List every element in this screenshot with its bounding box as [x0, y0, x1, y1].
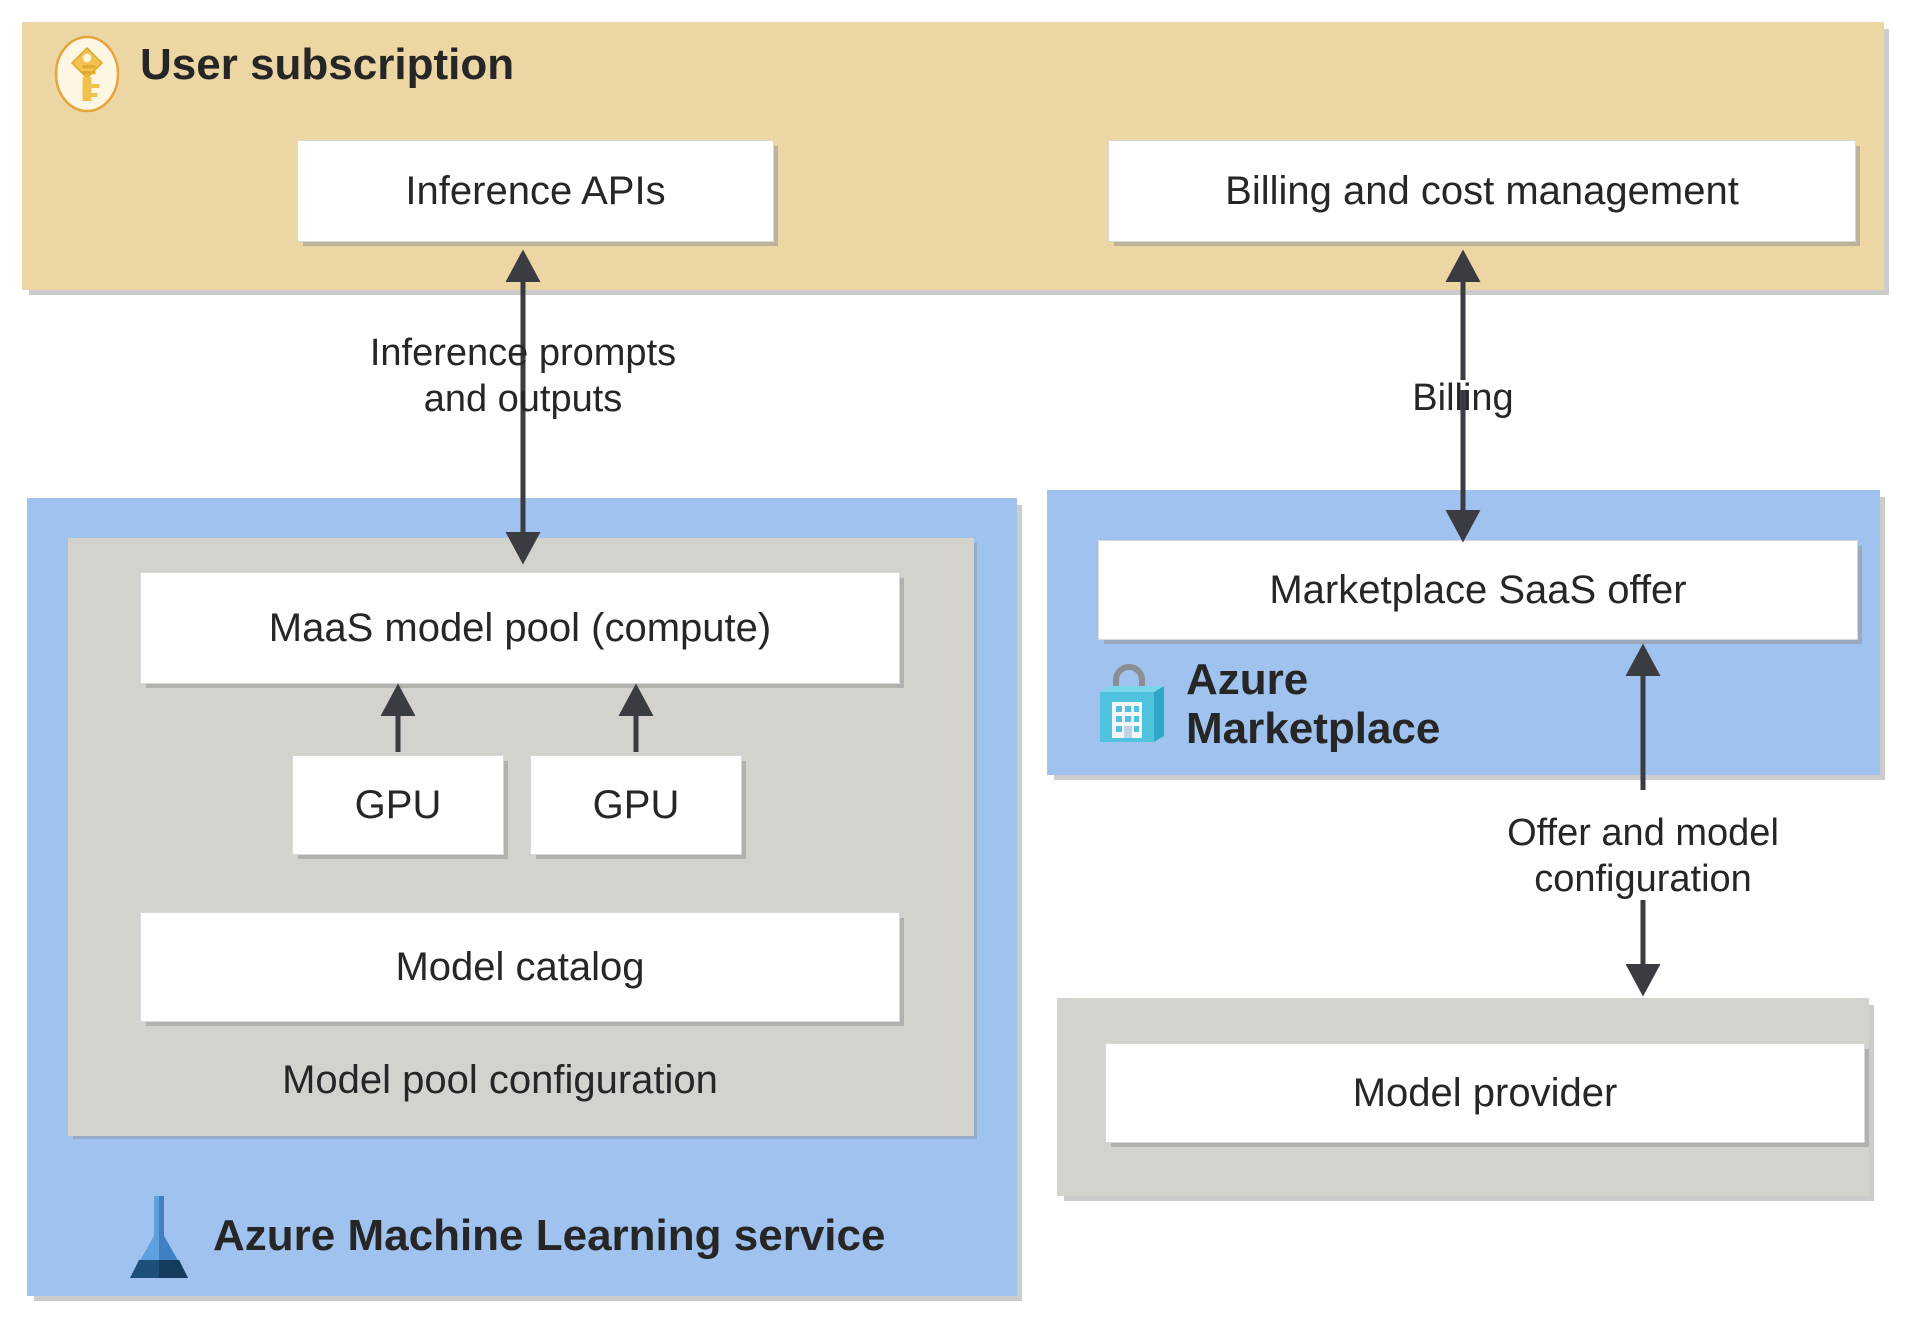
- zone-azure-machine-learning-service-label: Azure Machine Learning service: [213, 1211, 886, 1260]
- node-gpu-1[interactable]: GPU: [292, 755, 504, 855]
- zone-user-subscription-label: User subscription: [140, 40, 515, 89]
- node-marketplace-saas-offer[interactable]: Marketplace SaaS offer: [1098, 540, 1858, 640]
- zone-azure-marketplace-label: Azure Marketplace: [1186, 655, 1441, 754]
- node-gpu-2[interactable]: GPU: [530, 755, 742, 855]
- node-model-provider[interactable]: Model provider: [1105, 1043, 1865, 1143]
- node-inference-apis[interactable]: Inference APIs: [297, 140, 774, 242]
- node-model-catalog[interactable]: Model catalog: [140, 912, 900, 1022]
- edge-label-inference-flow: Inference prompts and outputs: [369, 332, 677, 421]
- azure-marketplace-bag-icon: [1100, 664, 1164, 742]
- key-icon: [54, 35, 120, 113]
- node-maas-model-pool[interactable]: MaaS model pool (compute): [140, 572, 900, 684]
- azure-machine-learning-icon: [130, 1196, 188, 1278]
- zone-model-pool-configuration-label: Model pool configuration: [282, 1058, 718, 1102]
- edge-label-billing-flow: Billing: [1412, 377, 1514, 419]
- node-billing-and-cost-management[interactable]: Billing and cost management: [1108, 140, 1856, 242]
- edge-label-offer-configuration-flow: Offer and model configuration: [1507, 812, 1779, 901]
